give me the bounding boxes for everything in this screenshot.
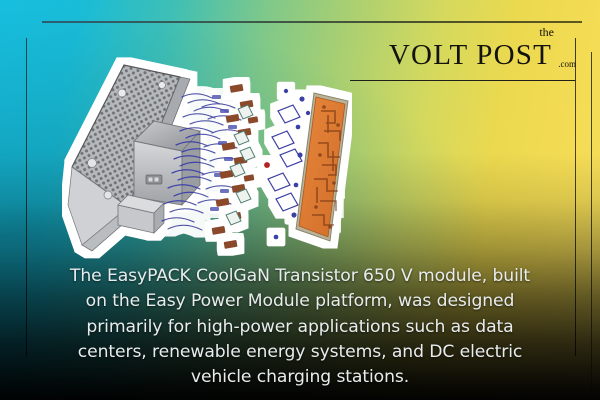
caption-line: primarily for high-power applications su… <box>86 316 514 337</box>
product-image-exploded-module <box>62 55 352 270</box>
caption-line: on the Easy Power Module platform, was d… <box>85 291 515 312</box>
logo-the-text: the <box>539 25 554 39</box>
caption-line: vehicle charging stations. <box>190 367 410 388</box>
caption-line: centers, renewable energy systems, and D… <box>77 341 523 362</box>
logo-domain-suffix: .com <box>558 59 576 69</box>
right-inner-vertical-rule <box>575 38 577 356</box>
left-vertical-rule <box>26 38 28 356</box>
caption-text: The EasyPACK CoolGaN Transistor 650 V mo… <box>40 264 560 390</box>
logo-underline-rule <box>350 80 576 82</box>
logo-wordmark: VOLT POST <box>388 39 552 71</box>
top-horizontal-rule <box>42 21 582 23</box>
brand-logo[interactable]: the VOLT POST .com <box>350 26 576 78</box>
caption-line: The EasyPACK CoolGaN Transistor 650 V mo… <box>69 266 531 286</box>
right-outer-vertical-rule <box>591 52 593 397</box>
